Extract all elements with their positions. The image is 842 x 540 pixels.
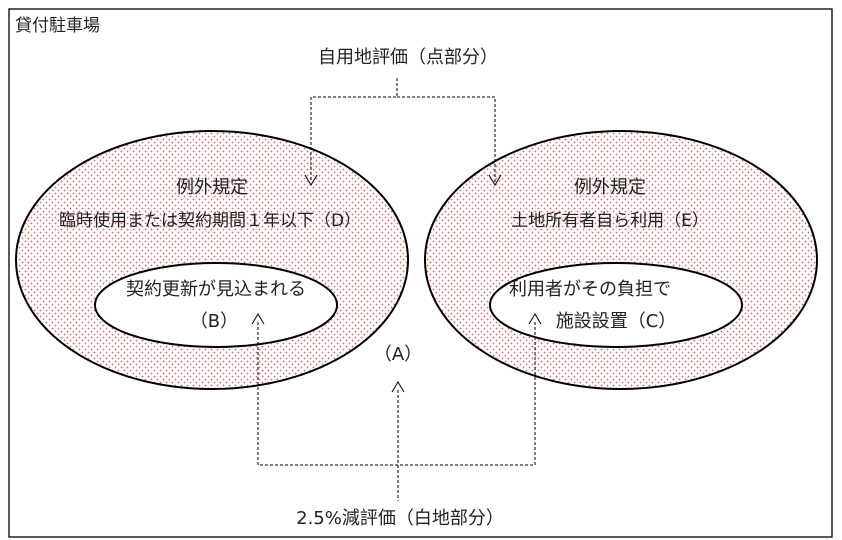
top-label: 自用地評価（点部分） xyxy=(318,47,498,68)
arrow-up-left-icon xyxy=(251,313,265,325)
left-heading: 例外規定 xyxy=(176,177,248,198)
right-ellipse xyxy=(424,130,818,390)
arrow-up-right-icon xyxy=(528,313,542,325)
center-label: （A） xyxy=(374,344,422,365)
left-ellipse xyxy=(15,130,409,390)
right-inner-line1: 利用者がその負担で xyxy=(509,279,671,300)
bottom-label: 2.5%減評価（白地部分） xyxy=(296,508,504,529)
arrow-down-right-icon xyxy=(488,174,502,186)
arrow-down-left-icon xyxy=(304,174,318,186)
arrow-up-center-icon xyxy=(391,381,405,393)
left-inner-line1: 契約更新が見込まれる xyxy=(126,279,306,300)
top-connector xyxy=(310,78,496,182)
right-inner-line2: 施設設置（C） xyxy=(556,311,677,332)
right-subheading: 土地所有者自ら利用（E） xyxy=(511,211,709,231)
frame-title: 貸付駐車場 xyxy=(15,16,100,36)
left-inner-ellipse xyxy=(94,262,338,348)
left-inner-line2: （B） xyxy=(190,311,238,332)
right-inner-ellipse xyxy=(489,262,743,348)
right-heading: 例外規定 xyxy=(574,177,646,198)
bottom-connector xyxy=(257,322,536,501)
left-subheading: 臨時使用または契約期間１年以下（D） xyxy=(59,210,361,231)
